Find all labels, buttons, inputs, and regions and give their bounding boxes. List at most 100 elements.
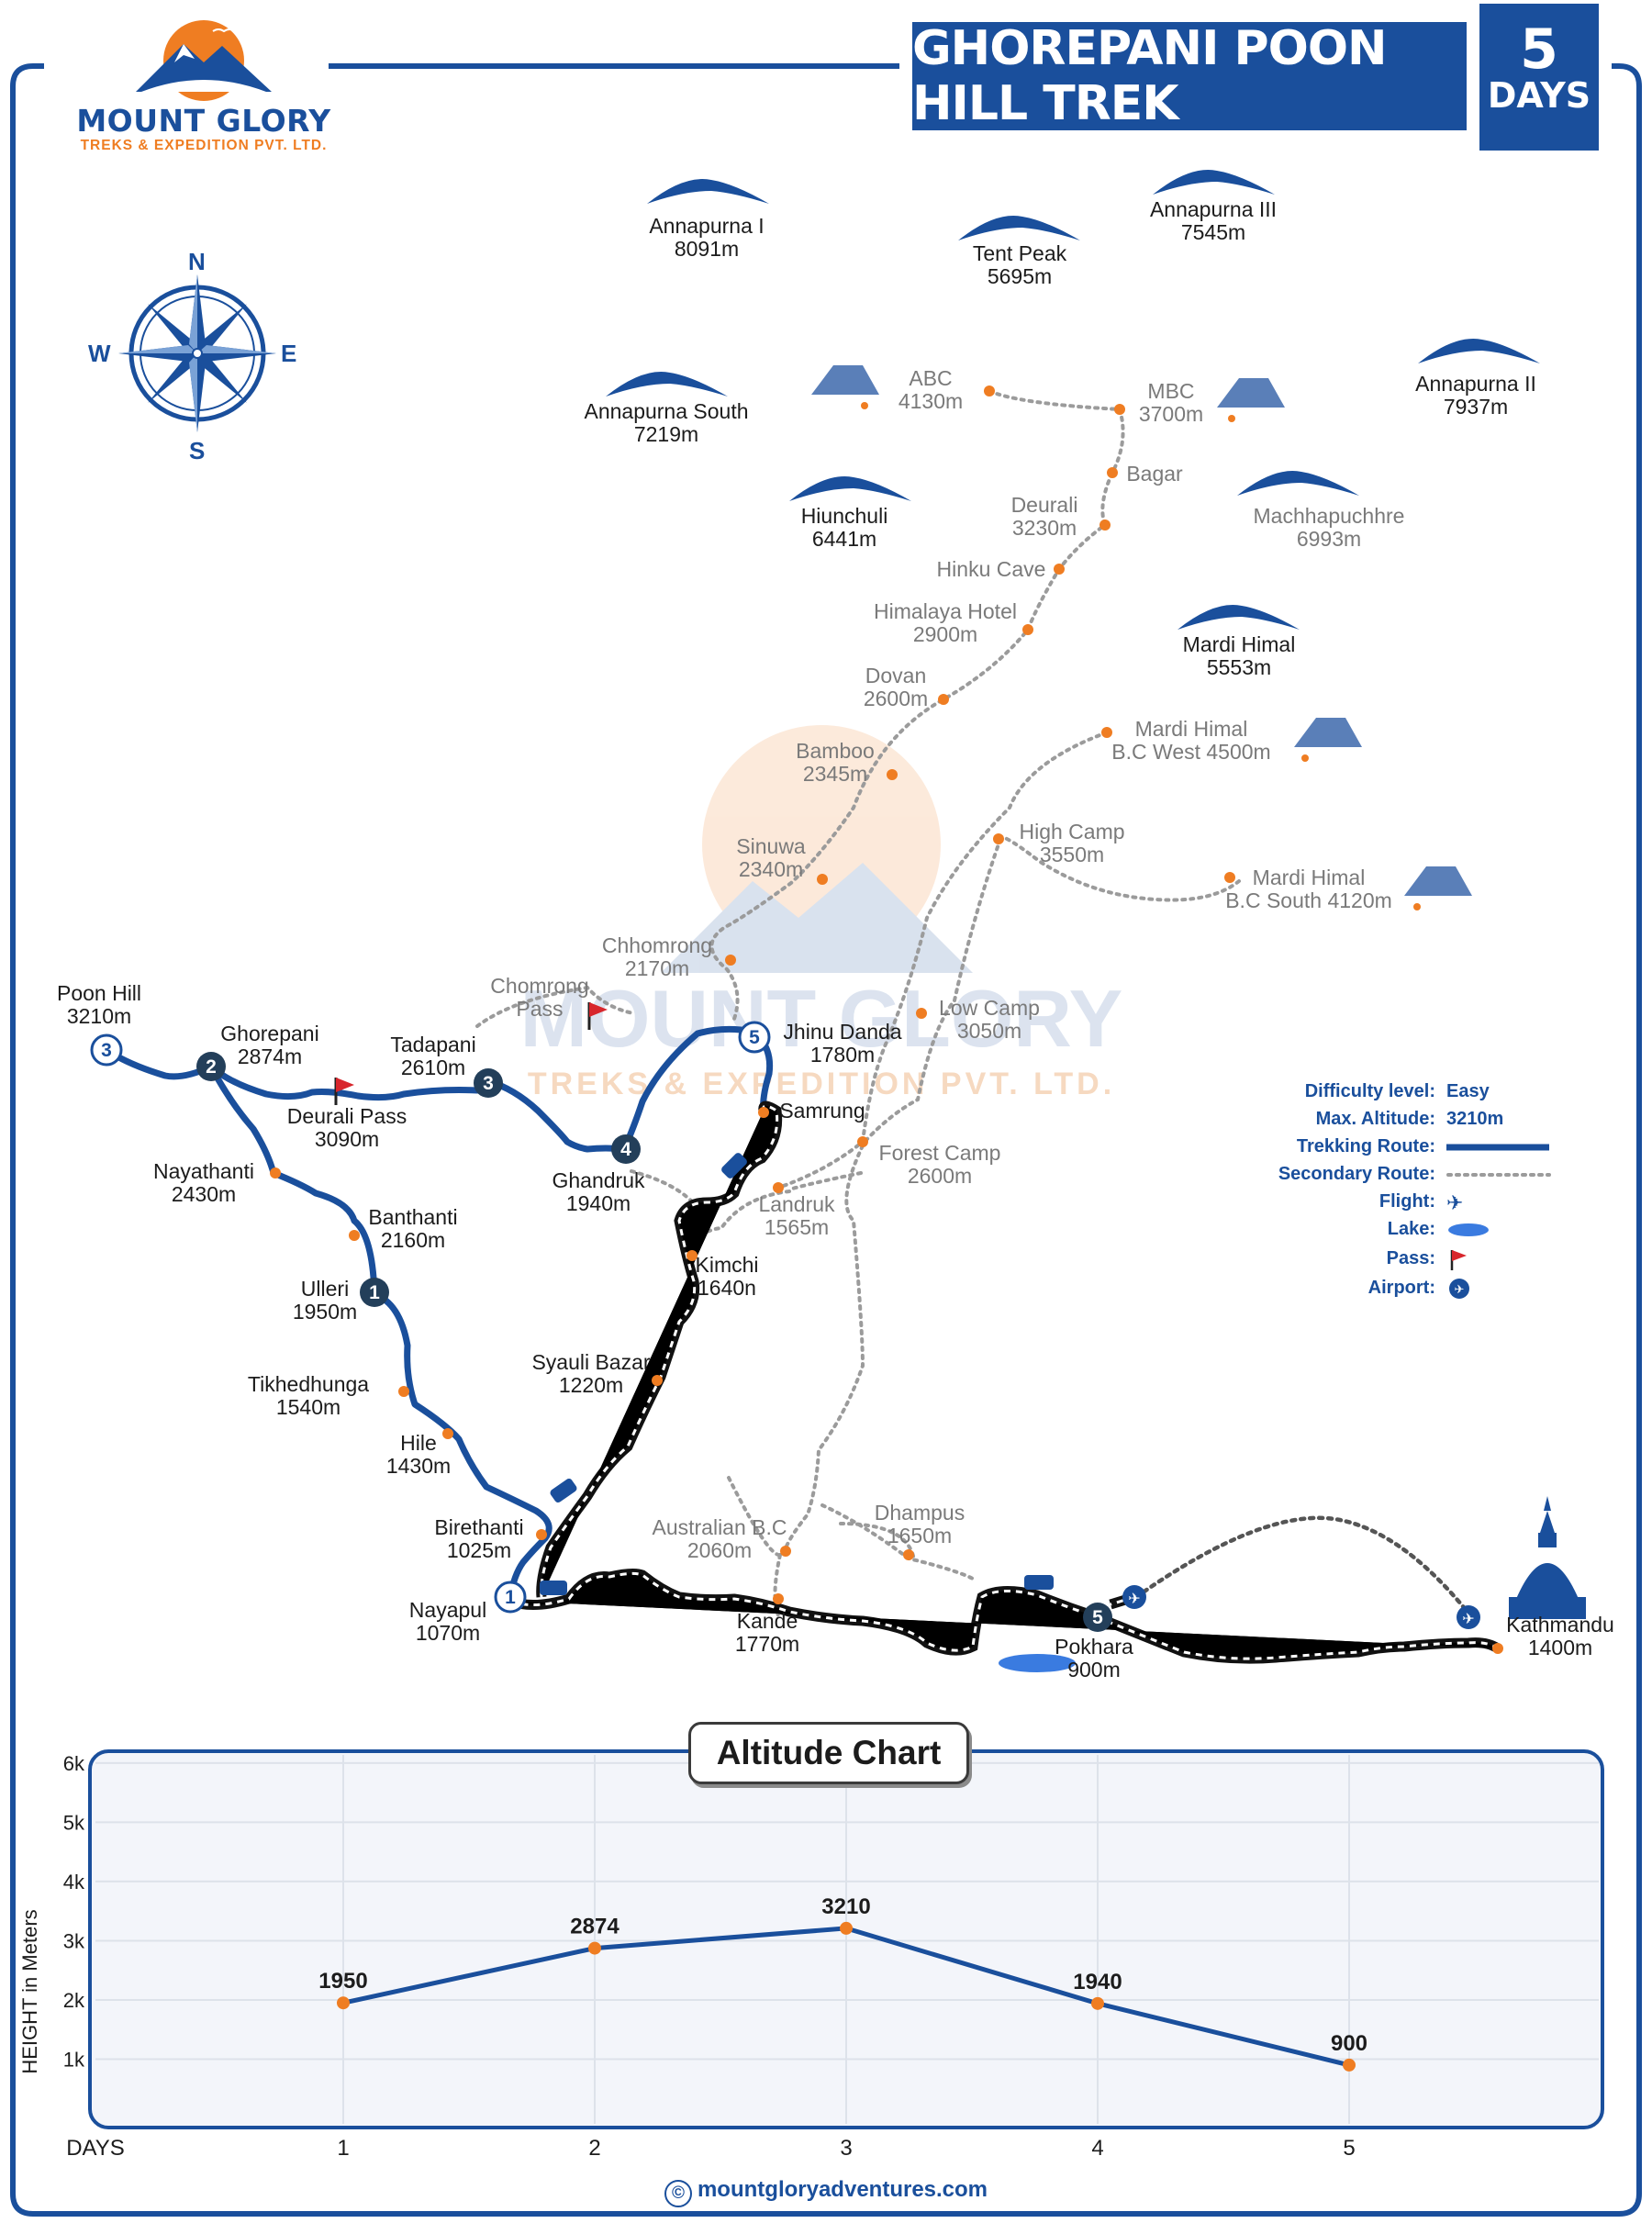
y-tick-label: 4k bbox=[63, 1871, 85, 1893]
legend-secondary-route: Secondary Route: bbox=[1267, 1164, 1615, 1190]
data-label: 1950 bbox=[318, 1969, 367, 1994]
compass-w: W bbox=[88, 340, 111, 367]
place-label: Hinku Cave bbox=[936, 557, 1046, 581]
data-point bbox=[1091, 1996, 1104, 2010]
chart-title: Altitude Chart bbox=[688, 1722, 969, 1784]
day-marker-label: 1 bbox=[505, 1587, 516, 1608]
day-marker-label: 5 bbox=[749, 1027, 760, 1048]
data-point bbox=[840, 1921, 853, 1935]
place-dots bbox=[270, 385, 1503, 1654]
brand-name: MOUNT GLORY bbox=[76, 103, 331, 139]
kathmandu-stupa-icon bbox=[1509, 1496, 1586, 1619]
jeep-icons bbox=[540, 1153, 1054, 1595]
day-marker-label: 5 bbox=[1092, 1607, 1103, 1628]
place-label: Samrung bbox=[779, 1099, 865, 1123]
pass-flag-icons bbox=[334, 1002, 608, 1105]
day-marker-label: 3 bbox=[483, 1073, 494, 1094]
svg-text:✈: ✈ bbox=[1455, 1283, 1465, 1297]
copyright-icon: © bbox=[664, 2180, 692, 2207]
airport-icon: ✈ bbox=[1449, 1279, 1469, 1299]
logo-mountain-icon bbox=[136, 20, 272, 101]
x-tick-label: 2 bbox=[588, 2136, 600, 2161]
compass-e: E bbox=[281, 340, 297, 367]
svg-text:✈: ✈ bbox=[1462, 1610, 1474, 1627]
data-label: 3210 bbox=[821, 1894, 870, 1919]
legend-flight: Flight: ✈ bbox=[1379, 1191, 1464, 1214]
watermark-brand: MOUNT GLORY bbox=[520, 973, 1123, 1064]
route-map: MOUNT GLORY TREKS & EXPEDITION PVT. LTD. bbox=[90, 170, 1586, 1672]
data-label: 2874 bbox=[570, 1915, 620, 1939]
place-label: Bagar bbox=[1126, 462, 1183, 486]
day-marker-label: 4 bbox=[620, 1139, 631, 1160]
brand-logo: MOUNT GLORY TREKS & EXPEDITION PVT. LTD. bbox=[66, 4, 341, 160]
legend-difficulty: Difficulty level:Easy bbox=[1304, 1081, 1490, 1101]
legend-lake: Lake: bbox=[1267, 1219, 1615, 1245]
campfire-icons bbox=[861, 402, 1421, 910]
airport-icons: ✈ ✈ bbox=[1122, 1585, 1480, 1629]
days-badge: 5 DAYS bbox=[1479, 4, 1599, 151]
flight-path bbox=[1133, 1515, 1473, 1618]
lake-icon bbox=[1448, 1223, 1489, 1236]
legend-max-altitude: Max. Altitude:3210m bbox=[1315, 1109, 1504, 1129]
svg-text:✈: ✈ bbox=[1128, 1590, 1140, 1607]
day-marker-label: 3 bbox=[101, 1040, 112, 1061]
legend-airport: Airport: ✈ bbox=[1267, 1278, 1615, 1303]
flag-icon bbox=[1450, 1250, 1467, 1270]
brand-subtitle: TREKS & EXPEDITION PVT. LTD. bbox=[80, 138, 328, 153]
data-label: 900 bbox=[1331, 2031, 1367, 2056]
compass-s: S bbox=[189, 437, 206, 464]
chart-ylabel: HEIGHT in Meters bbox=[18, 1909, 41, 2073]
x-tick-label: 1 bbox=[337, 2136, 349, 2161]
days-label: DAYS bbox=[1487, 75, 1591, 116]
day-marker-label: 2 bbox=[206, 1056, 217, 1078]
chart-xlabel: DAYS bbox=[66, 2136, 125, 2161]
pokhara-lake-icon bbox=[999, 1654, 1076, 1672]
footer-website-link[interactable]: mountgloryadventures.com bbox=[697, 2177, 988, 2202]
watermark-sub: TREKS & EXPEDITION PVT. LTD. bbox=[528, 1067, 1115, 1101]
trekking-route-icon bbox=[1446, 1144, 1549, 1151]
mountain-icons bbox=[606, 170, 1540, 630]
secondary-route-icon bbox=[1446, 1173, 1551, 1177]
data-point bbox=[337, 1996, 350, 2010]
tent-icons bbox=[811, 365, 1472, 896]
x-tick-label: 4 bbox=[1091, 2136, 1103, 2161]
footer: ©mountgloryadventures.com bbox=[0, 2177, 1652, 2207]
x-tick-label: 5 bbox=[1343, 2136, 1355, 2161]
days-number: 5 bbox=[1520, 17, 1558, 82]
